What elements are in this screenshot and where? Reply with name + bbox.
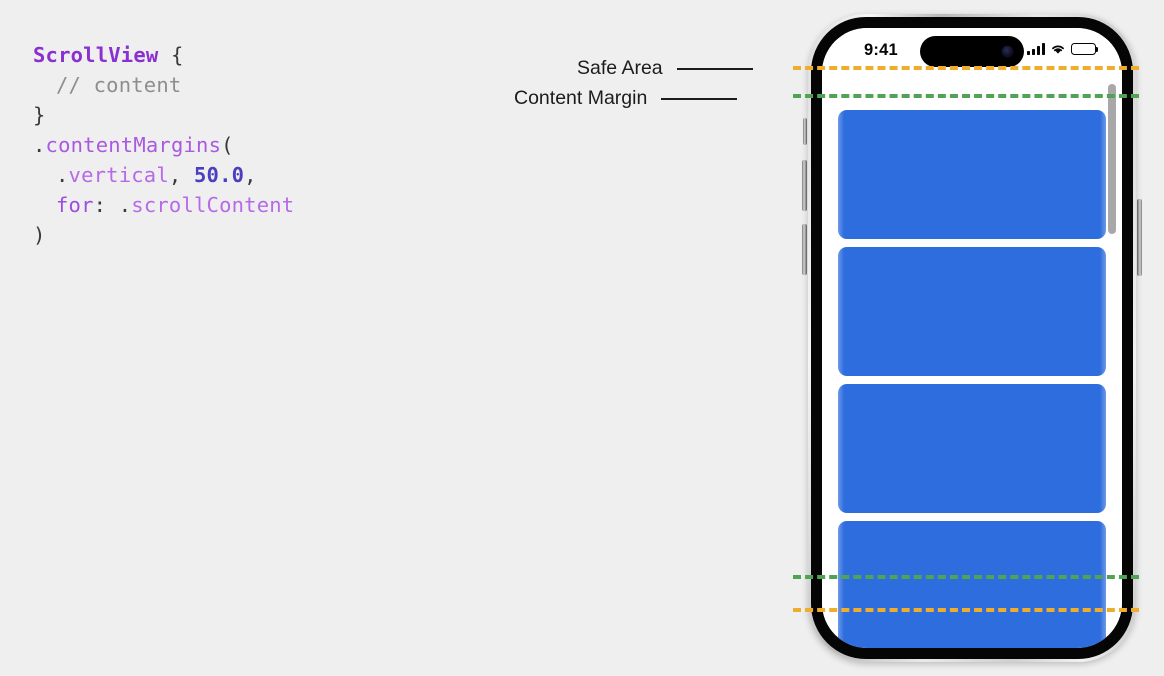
code-line-4: .contentMargins( xyxy=(33,130,294,160)
code-snippet: ScrollView {// content}.contentMargins(.… xyxy=(33,40,294,250)
code-line-3: } xyxy=(33,100,294,130)
code-token: { xyxy=(170,43,184,67)
code-token: . xyxy=(118,193,132,217)
code-line-2: // content xyxy=(33,70,294,100)
legend-leader-line-content-margin xyxy=(661,97,738,100)
legend-item-content-margin: Content Margin xyxy=(514,87,738,110)
scroll-card-1[interactable] xyxy=(838,110,1106,239)
scrollbar-thumb[interactable] xyxy=(1108,84,1116,234)
scroll-view[interactable] xyxy=(822,28,1122,648)
legend-item-safe-area: Safe Area xyxy=(577,57,753,80)
iphone-device-frame: 9:41 xyxy=(808,14,1136,662)
phone-bezel: 9:41 xyxy=(811,17,1133,659)
code-token: for xyxy=(56,193,94,217)
scroll-card-4[interactable] xyxy=(838,521,1106,648)
code-line-7: ) xyxy=(33,220,294,250)
code-line-6: for: .scrollContent xyxy=(33,190,294,220)
code-token: . xyxy=(33,133,46,157)
silent-switch[interactable] xyxy=(803,118,807,145)
code-token: // content xyxy=(56,73,182,97)
code-token: , xyxy=(244,163,257,187)
code-token: ) xyxy=(33,223,46,247)
guide-line-safe-area-top xyxy=(793,66,1139,70)
code-token: . xyxy=(56,163,69,187)
guide-line-safe-area-bottom xyxy=(793,608,1139,612)
scroll-card-2[interactable] xyxy=(838,247,1106,376)
legend-label-safe-area: Safe Area xyxy=(577,57,663,79)
code-line-5: .vertical, 50.0, xyxy=(33,160,294,190)
code-token: 50.0 xyxy=(193,163,245,187)
code-token xyxy=(158,43,171,67)
code-token: contentMargins xyxy=(45,133,222,157)
code-token: , xyxy=(168,163,194,187)
code-token: : xyxy=(93,193,119,217)
phone-screen: 9:41 xyxy=(822,28,1122,648)
code-token: ( xyxy=(221,133,234,157)
code-token: scrollContent xyxy=(131,193,295,217)
scroll-content-stack xyxy=(822,110,1122,648)
volume-down-button[interactable] xyxy=(802,224,807,275)
scroll-card-3[interactable] xyxy=(838,384,1106,513)
code-token: vertical xyxy=(68,163,169,187)
guide-line-content-margin-bottom xyxy=(793,575,1139,579)
legend-label-content-margin: Content Margin xyxy=(514,87,648,109)
code-token: ScrollView xyxy=(33,43,159,67)
code-token: } xyxy=(33,103,46,127)
legend-leader-line-safe-area xyxy=(676,67,753,70)
power-button[interactable] xyxy=(1137,199,1142,276)
guide-line-content-margin-top xyxy=(793,94,1139,98)
volume-up-button[interactable] xyxy=(802,160,807,211)
code-line-1: ScrollView { xyxy=(33,40,294,70)
